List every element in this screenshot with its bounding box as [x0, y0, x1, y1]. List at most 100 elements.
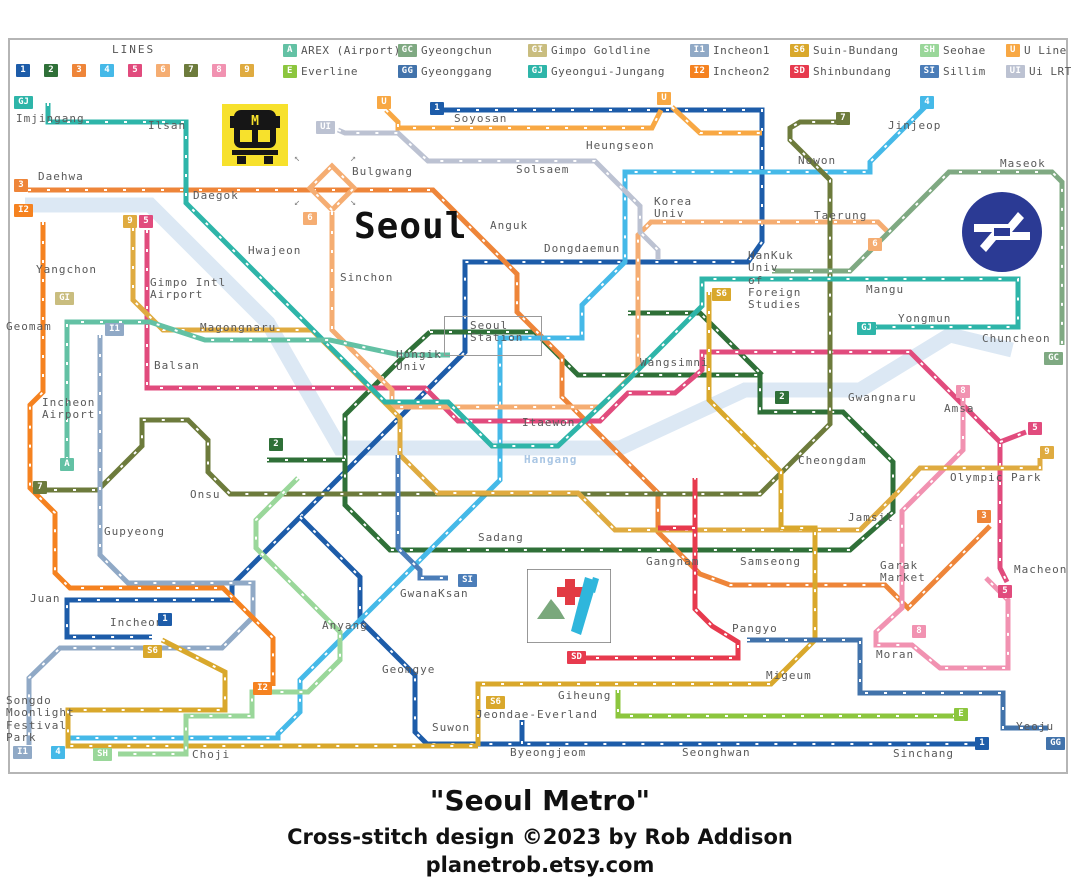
station-label: Moran — [876, 648, 915, 661]
station-label: Chuncheon — [982, 332, 1051, 345]
station-label: Choji — [192, 748, 231, 761]
line-badge-i1: I1 — [13, 746, 32, 759]
station-label: Garak Market — [880, 559, 926, 585]
legend-badge-ui: UI — [1006, 65, 1025, 78]
legend-badge-sd: SD — [790, 65, 809, 78]
line-badge-i1: I1 — [105, 323, 124, 336]
seoul-city-label: Seoul — [354, 206, 468, 247]
line-badge-gg: GG — [1046, 737, 1065, 750]
station-label: Nowon — [798, 154, 837, 167]
station-label: Anyang — [322, 619, 368, 632]
line-badge-s6: S6 — [143, 645, 162, 658]
legend-entry-ui: UI Ui LRT — [1006, 65, 1072, 78]
legend-badge-gj: GJ — [528, 65, 547, 78]
station-label: HanKuk Univ of Foreign Studies — [748, 249, 802, 312]
station-label: Migeum — [766, 669, 812, 682]
design-title: "Seoul Metro" — [429, 784, 651, 817]
legend-label: Ui LRT — [1029, 65, 1072, 78]
legend-badge-line-3: 3 — [72, 64, 86, 77]
line-badge-4: 4 — [51, 746, 65, 759]
shop-url: planetrob.etsy.com — [425, 853, 655, 877]
legend-label: AREX (Airport) — [301, 44, 401, 57]
legend-label: Incheon1 — [713, 44, 770, 57]
station-label: Mangu — [866, 283, 905, 296]
legend-badge-i2: I2 — [690, 65, 709, 78]
station-label: Itaewon — [522, 416, 576, 429]
line-badge-gj: GJ — [857, 322, 876, 335]
line-badge-gc: GC — [1044, 352, 1063, 365]
legend-title: LINES — [112, 43, 156, 56]
station-label: Suwon — [432, 721, 471, 734]
legend-entry-s6: S6 Suin-Bundang — [790, 44, 898, 57]
legend-label: Gimpo Goldline — [551, 44, 651, 57]
line-badge-9: 9 — [1040, 446, 1054, 459]
station-label: Incheon Airport — [42, 396, 96, 422]
legend-badge-s6: S6 — [790, 44, 809, 57]
line-badge-ui: UI — [316, 121, 335, 134]
station-label: GwanaKsan — [400, 587, 469, 600]
station-label: Taerung — [814, 209, 868, 222]
station-label: Yongmun — [898, 312, 952, 325]
loop-arrow-icon: ↖ — [294, 153, 301, 164]
station-label: Jamsil — [848, 511, 894, 524]
station-label: Hongik Univ — [396, 348, 442, 374]
line-badge-1: 1 — [430, 102, 444, 115]
station-label: Samseong — [740, 555, 801, 568]
station-label: Solsaem — [516, 163, 570, 176]
station-label: Gimpo Intl Airport — [150, 276, 227, 302]
legend-badge-line-7: 7 — [184, 64, 198, 77]
station-label: Seonghwan — [682, 746, 751, 759]
seoul-metro-logo-icon — [960, 190, 1044, 278]
station-label: Bulgwang — [352, 165, 413, 178]
loop-arrow-icon: ↙ — [294, 197, 301, 208]
legend-label: Gyeongui-Jungang — [551, 65, 665, 78]
station-label: Hwajeon — [248, 244, 302, 257]
line-badge-7: 7 — [33, 481, 47, 494]
loop-arrow-icon: ↘ — [350, 197, 357, 208]
station-label: Gupyeong — [104, 525, 165, 538]
legend-badge-line-4: 4 — [100, 64, 114, 77]
station-label: Daegok — [193, 189, 239, 202]
station-label: Ilsan — [148, 119, 187, 132]
station-label: Balsan — [154, 359, 200, 372]
station-label: Imjingang — [16, 112, 85, 125]
line-badge-a: A — [60, 458, 74, 471]
legend-label: Gyeonggang — [421, 65, 493, 78]
station-label: Jinjeop — [888, 119, 942, 132]
legend-badge-gc: GC — [398, 44, 417, 57]
station-label: Maseok — [1000, 157, 1046, 170]
line-badge-8: 8 — [912, 625, 926, 638]
line-badge-s6: S6 — [712, 288, 731, 301]
station-label: Byeongjeom — [510, 746, 587, 759]
station-label: Songdo Moonlight Festival Park — [6, 694, 75, 744]
line-badge-2: 2 — [269, 438, 283, 451]
station-label: Yangchon — [36, 263, 97, 276]
line-badge-9: 9 — [123, 215, 137, 228]
legend-label: Suin-Bundang — [813, 44, 899, 57]
station-label: Incheon — [110, 616, 164, 629]
line-badge-sd: SD — [567, 651, 586, 664]
line-badge-gi: GI — [55, 292, 74, 305]
legend-badge-u: U — [1006, 44, 1020, 57]
line-badge-3: 3 — [977, 510, 991, 523]
legend-badge-e: E — [283, 65, 297, 78]
design-credit: Cross-stitch design ©2023 by Rob Addison — [287, 825, 793, 849]
station-label: Anguk — [490, 219, 529, 232]
legend-badge-line-1: 1 — [16, 64, 30, 77]
line-badge-5: 5 — [139, 215, 153, 228]
legend-label: Shinbundang — [813, 65, 892, 78]
line-badge-1: 1 — [158, 613, 172, 626]
legend-entry-gj: GJ Gyeongui-Jungang — [528, 65, 665, 78]
legend-entry-sd: SD Shinbundang — [790, 65, 891, 78]
station-label: Heungseon — [586, 139, 655, 152]
station-label: Juan — [30, 592, 61, 605]
line-badge-3: 3 — [14, 179, 28, 192]
